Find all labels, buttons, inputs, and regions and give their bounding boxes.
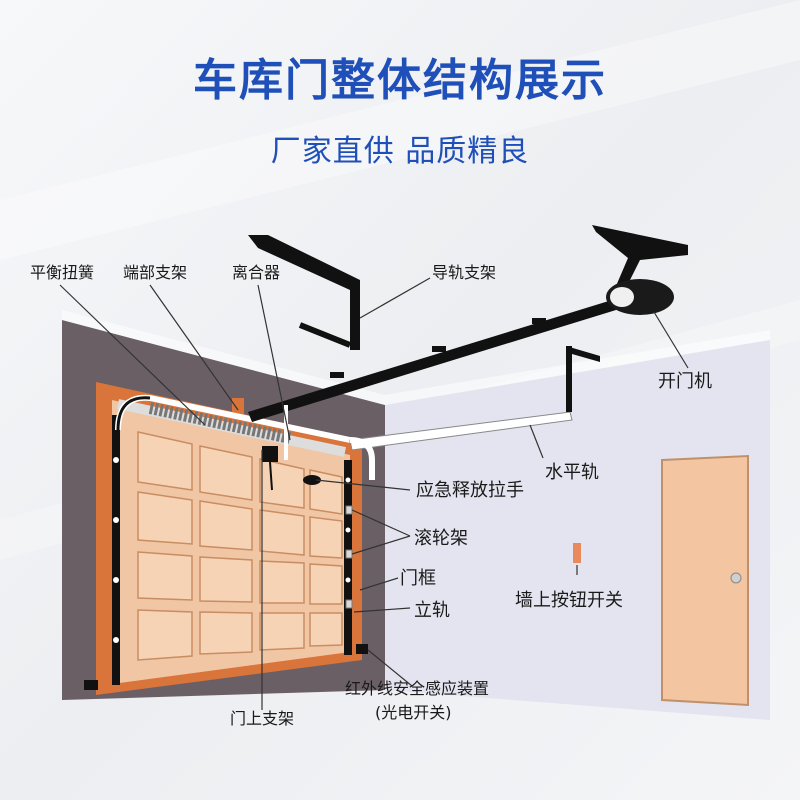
label-vertical-track: 立轨 [414,600,450,621]
infrared-sensor-left [84,680,98,690]
door-panels [137,431,343,661]
torsion-spring [116,399,347,457]
infrared-sensor-right [356,644,368,654]
track-hangers [330,318,546,378]
page-subtitle: 厂家直供 品质精良 [270,134,530,169]
label-wall-button: 墙上按钮开关 [515,590,623,611]
track-bolts [113,457,351,643]
horizontal-track [349,411,573,451]
right-rail-bracket [566,346,572,412]
emergency-release-handle [303,475,321,485]
page-title: 车库门整体结构展示 [193,55,607,106]
label-clutch: 离合器 [232,263,280,282]
clutch [262,446,278,462]
label-torsion-spring: 平衡扭簧 [30,263,94,282]
leader-lines [59,277,689,710]
wall-button [573,543,581,563]
label-infrared-sensor-note: (光电开关) [375,703,452,722]
label-infrared-sensor: 红外线安全感应装置 [345,679,489,698]
vertical-track-left [112,415,120,685]
ceiling-edge [62,310,770,405]
label-horizontal-track: 水平轨 [545,462,599,483]
label-emergency-release: 应急释放拉手 [416,480,524,501]
label-opener: 开门机 [658,371,712,392]
label-end-bracket: 端部支架 [123,263,187,282]
opener-mount [592,225,688,300]
roller-brackets [345,505,353,609]
rail-bracket [248,235,360,350]
label-roller-bracket: 滚轮架 [414,528,468,549]
label-rail-bracket: 导轨支架 [432,263,496,282]
label-door-frame: 门框 [400,568,436,589]
entry-door [661,454,749,707]
label-door-bracket: 门上支架 [230,709,294,728]
door-knob [730,572,742,584]
opener-rail [248,300,616,422]
